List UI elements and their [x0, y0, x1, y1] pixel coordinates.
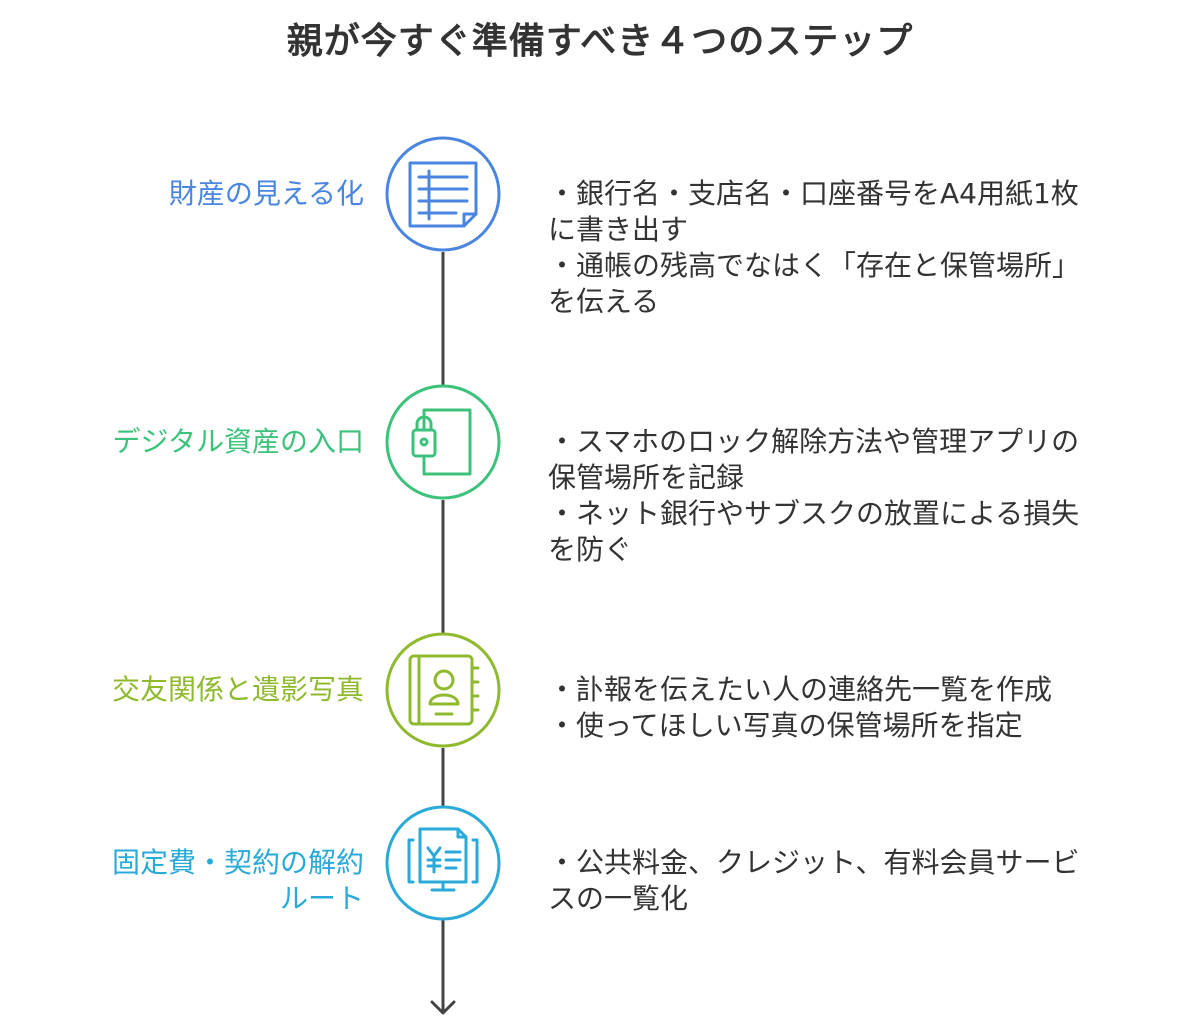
step-4-description: ・公共料金、クレジット、有料会員サービ スの一覧化	[548, 845, 1168, 917]
step-1-circle	[385, 136, 501, 252]
step-2-desc-line: ・ネット銀行やサブスクの放置による損失	[548, 497, 1080, 530]
step-3-description: ・訃報を伝えたい人の連絡先一覧を作成 ・使ってほしい写真の保管場所を指定	[548, 672, 1168, 744]
page-title: 親が今すぐ準備すべき４つのステップ	[286, 21, 914, 62]
padlock-phone-icon	[411, 408, 472, 476]
step-2-desc-line: 保管場所を記録	[548, 461, 745, 494]
step-4-circle	[385, 805, 501, 921]
address-book-icon	[408, 654, 480, 726]
step-1-label: 財産の見える化	[168, 177, 364, 210]
step-2-circle	[385, 384, 501, 500]
step-1-desc-line: ・銀行名・支店名・口座番号をA4用紙1枚	[548, 177, 1079, 210]
step-3-label: 交友関係と遺影写真	[111, 673, 364, 706]
step-4-label-line: ルート	[279, 882, 364, 915]
document-list-icon	[408, 161, 478, 228]
step-4-desc-line: ・公共料金、クレジット、有料会員サービ	[548, 846, 1080, 879]
step-2-description: ・スマホのロック解除方法や管理アプリの 保管場所を記録 ・ネット銀行やサブスクの…	[548, 424, 1168, 568]
step-4-desc-line: スの一覧化	[548, 882, 689, 915]
yen-invoice-computer-icon	[407, 827, 479, 892]
step-2-desc-line: ・スマホのロック解除方法や管理アプリの	[548, 425, 1080, 458]
step-1-desc-line: ・通帳の残高でなはく「存在と保管場所」	[548, 249, 1081, 282]
arrow-down-icon	[430, 1000, 456, 1015]
step-1-desc-line: を伝える	[548, 285, 660, 318]
step-4-label-line: 固定費・契約の解約	[111, 846, 364, 879]
step-4-label: 固定費・契約の解約 ルート	[34, 845, 364, 917]
step-3-desc-line: ・使ってほしい写真の保管場所を指定	[548, 709, 1023, 742]
step-3-desc-line: ・訃報を伝えたい人の連絡先一覧を作成	[548, 673, 1053, 706]
step-2-desc-line: を防ぐ	[548, 533, 633, 566]
step-1-desc-line: に書き出す	[548, 213, 689, 246]
step-1-description: ・銀行名・支店名・口座番号をA4用紙1枚 に書き出す ・通帳の残高でなはく「存在…	[548, 176, 1168, 320]
step-2-label: デジタル資産の入口	[112, 425, 364, 458]
